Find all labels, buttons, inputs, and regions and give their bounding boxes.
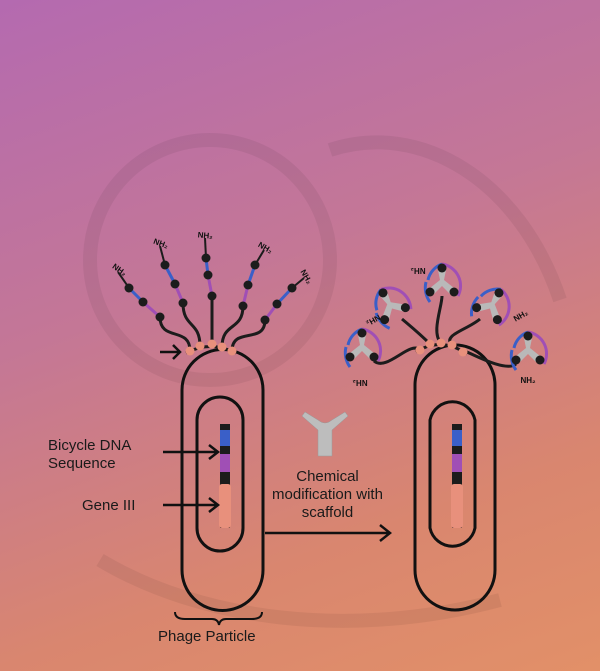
gene-iii-arrow	[163, 497, 221, 513]
right-phage-outer-capsule	[413, 343, 497, 612]
strand-bead	[201, 253, 211, 263]
strand-bead	[238, 301, 248, 311]
modification-arrow	[265, 524, 393, 542]
arrows	[160, 344, 393, 542]
phage-particle-brace	[174, 611, 263, 626]
left-strand	[220, 305, 245, 348]
right-phage	[413, 343, 497, 612]
nh2-label: NH₂	[256, 240, 274, 256]
strand-bead	[203, 270, 213, 280]
pink-anchor-bead	[185, 346, 195, 356]
strand-bead	[160, 260, 170, 270]
bicycle-dna-segment-purple	[220, 454, 230, 472]
pink-anchor-bead	[217, 342, 227, 352]
left-phage-inner-loop	[195, 395, 245, 553]
right-phage-inner-loop	[428, 400, 477, 548]
pink-anchor-bead	[447, 340, 457, 350]
strand-bead	[260, 315, 270, 325]
nh2-label: NH₂	[364, 312, 382, 328]
nh2-label: NH₂	[197, 230, 213, 240]
pink-anchor-bead	[415, 345, 425, 355]
scaffold-icon	[301, 411, 349, 457]
left-phage-outer-capsule	[180, 348, 265, 612]
left-strand	[181, 302, 202, 347]
scaffolded-bicycle	[343, 327, 383, 368]
attachment-arrow	[160, 344, 182, 360]
nh2-label: NH₂	[298, 268, 314, 286]
left-strand	[158, 316, 192, 352]
gene-iii-segment	[219, 484, 231, 528]
strand-bead	[287, 283, 297, 293]
nh2-label: NH₂	[352, 378, 368, 387]
pink-anchor-bead	[425, 339, 435, 349]
pink-anchor-bead	[436, 338, 446, 348]
strand-bead	[178, 298, 188, 308]
left-phage	[180, 348, 265, 612]
right-strand	[435, 295, 444, 345]
pink-anchor-bead	[207, 339, 217, 349]
strand-bead	[138, 297, 148, 307]
bicycle-dna-label: Bicycle DNA Sequence	[48, 437, 131, 472]
pink-anchor-bead	[227, 346, 237, 356]
strand-bead	[272, 299, 282, 309]
chemical-modification-label: Chemical modification with scaffold	[272, 468, 383, 521]
strand-bead	[207, 291, 217, 301]
strand-bead	[243, 280, 253, 290]
strand-bead	[170, 279, 180, 289]
right-strand	[401, 317, 432, 346]
nh2-label: NH₂	[520, 376, 536, 385]
strand-bead	[250, 260, 260, 270]
scaffolded-bicycle	[423, 262, 463, 303]
bicycle-dna-segment-blue	[220, 430, 230, 446]
pink-anchor-bead	[195, 341, 205, 351]
phage-particle-label: Phage Particle	[158, 628, 256, 645]
nh2-label: NH₂	[512, 308, 530, 324]
strand-bead	[155, 312, 165, 322]
left-gene-bar	[219, 424, 231, 528]
pink-anchor-bead	[458, 347, 468, 357]
background-shapes	[83, 133, 567, 628]
nh2-label: NH₂	[410, 266, 426, 275]
left-strand	[230, 319, 267, 352]
scaffolded-bicycle	[509, 330, 549, 371]
gene-iii-label: Gene III	[82, 497, 136, 514]
right-gene-bar	[451, 424, 463, 528]
bicycle-dna-arrow	[163, 444, 221, 460]
strand-bead	[124, 283, 134, 293]
scaffolded-bicycle	[469, 287, 511, 327]
scaffolded-bicycle	[374, 286, 413, 330]
